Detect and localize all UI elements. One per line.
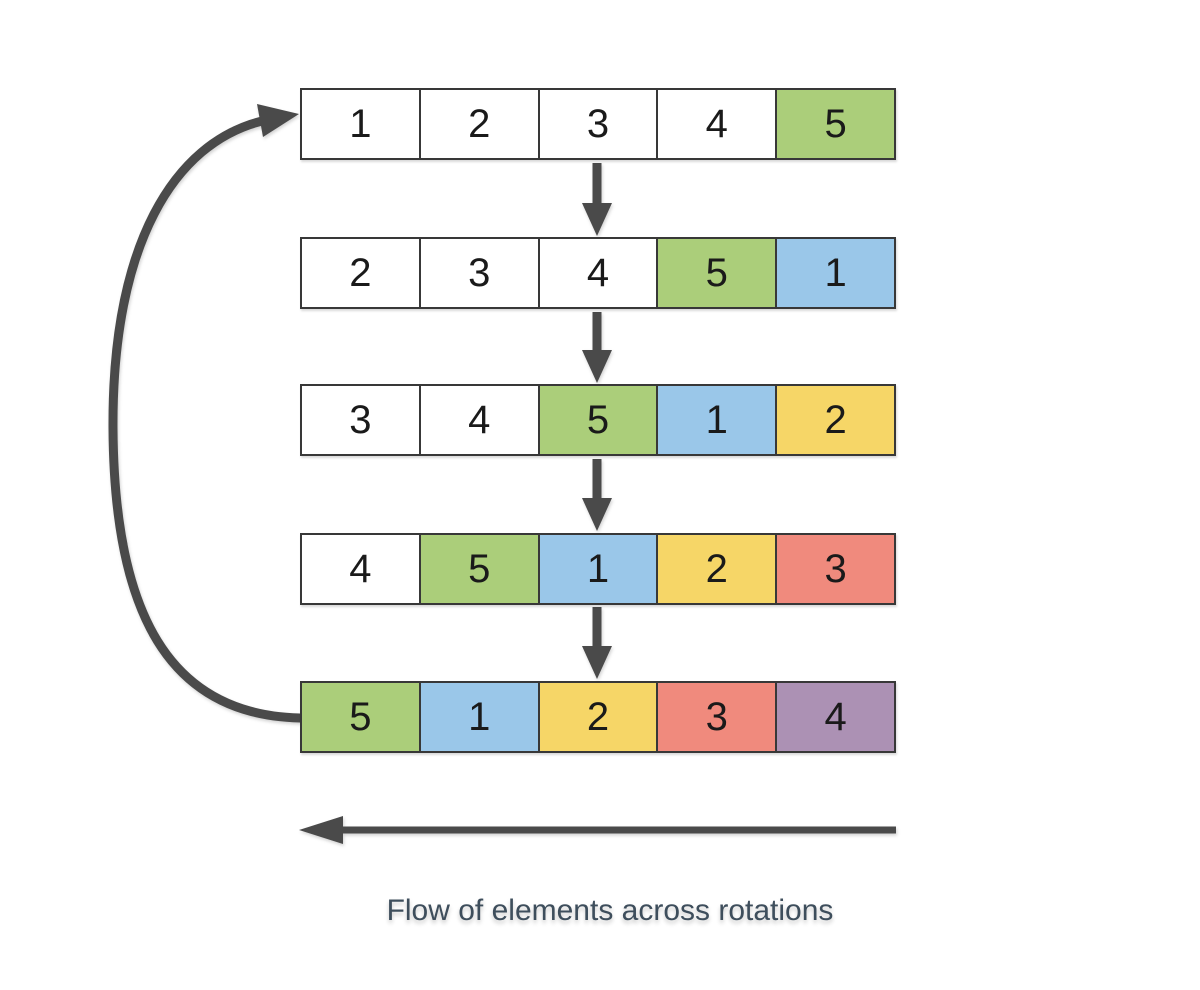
array-cell: 2 bbox=[302, 239, 419, 307]
array-cell: 2 bbox=[656, 535, 776, 603]
diagram-caption: Flow of elements across rotations bbox=[386, 894, 834, 927]
array-cell: 4 bbox=[656, 90, 776, 158]
array-cell: 4 bbox=[775, 683, 894, 751]
array-cell: 5 bbox=[418, 535, 538, 603]
down-arrow-2 bbox=[582, 312, 612, 383]
array-cell: 1 bbox=[302, 90, 419, 158]
array-cell: 5 bbox=[302, 683, 419, 751]
array-cell: 1 bbox=[537, 535, 657, 603]
array-cell: 2 bbox=[537, 683, 657, 751]
array-cell: 3 bbox=[775, 535, 894, 603]
array-cell: 5 bbox=[537, 386, 657, 454]
array-cell: 3 bbox=[656, 683, 776, 751]
array-cell: 3 bbox=[537, 90, 657, 158]
array-cell: 3 bbox=[418, 239, 538, 307]
array-cell: 4 bbox=[537, 239, 657, 307]
array-cell: 2 bbox=[418, 90, 538, 158]
array-cell: 1 bbox=[418, 683, 538, 751]
down-arrow-3 bbox=[582, 459, 612, 531]
array-cell: 1 bbox=[775, 239, 894, 307]
array-cell: 4 bbox=[418, 386, 538, 454]
down-arrow-1 bbox=[582, 163, 612, 236]
array-cell: 3 bbox=[302, 386, 419, 454]
array-cell: 4 bbox=[302, 535, 419, 603]
array-cell: 5 bbox=[656, 239, 776, 307]
array-cell: 2 bbox=[775, 386, 894, 454]
down-arrow-4 bbox=[582, 607, 612, 679]
loop-back-arrow bbox=[108, 104, 305, 723]
array-cell: 1 bbox=[656, 386, 776, 454]
array-cell: 5 bbox=[775, 90, 894, 158]
flow-direction-arrow bbox=[299, 816, 896, 844]
